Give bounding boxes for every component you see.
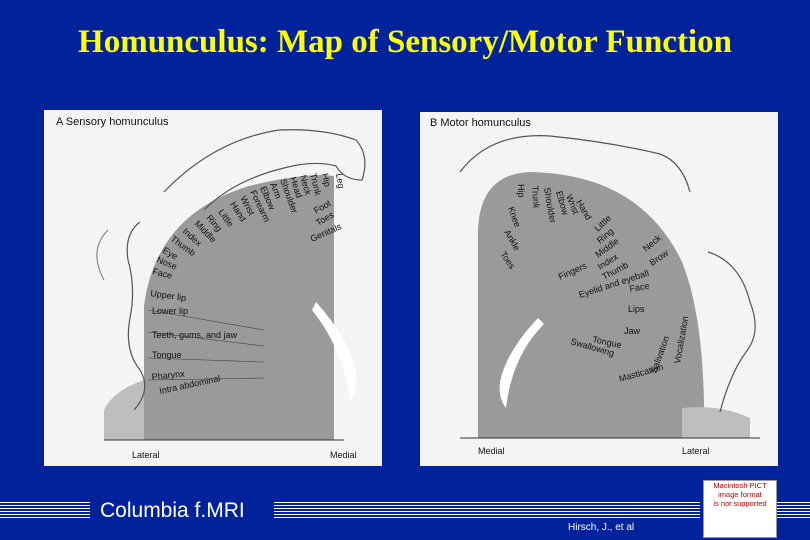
footer-rule-left [0,502,90,522]
sensory-label: Face [152,266,174,281]
motor-label: Trunk [530,185,542,209]
sensory-heading: A Sensory homunculus [56,116,169,128]
pict-line: image format [718,490,762,499]
citation-credit: Hirsch, J., et al [568,522,635,533]
sensory-label-lines [147,309,265,381]
motor-body-outline [459,135,691,193]
sensory-label: Leg [334,173,346,190]
sensory-lateral-label: Lateral [132,450,160,460]
sensory-face-outline [126,221,146,411]
unsupported-image-placeholder: Macintosh PICT image format is not suppo… [703,480,777,538]
sensory-hand-outline [96,229,109,281]
sensory-label: Hip [320,172,333,187]
sensory-label: Teeth, gums, and jaw [152,330,238,340]
footer-rule-right [776,502,810,522]
motor-cortex-lower [682,407,750,438]
motor-label: Lips [628,304,645,314]
sensory-homunculus-drawing: A Sensory homunculus Leg Hip Trunk Neck … [56,116,366,460]
sensory-homunculus-figure: A Sensory homunculus Leg Hip Trunk Neck … [44,110,382,466]
sensory-cortex-lower [104,380,144,440]
sensory-sulcus [312,302,357,402]
motor-sulcus [499,318,544,408]
sensory-label: Tongue [152,350,182,360]
motor-cortex-shape [478,172,705,438]
motor-label: Hip [516,184,526,198]
pict-line: is not supported [713,499,767,508]
motor-face-outline [707,251,756,413]
motor-homunculus-drawing: B Motor homunculus Hip Trunk Shoulder El… [430,117,760,456]
sensory-label: Pharynx [151,369,185,382]
sensory-medial-label: Medial [330,450,357,460]
motor-label: Face [629,281,650,294]
motor-medial-label: Medial [478,446,505,456]
slide-title: Homunculus: Map of Sensory/Motor Functio… [78,24,732,60]
footer-label: Columbia f.MRI [100,499,245,522]
sensory-label: Upper lip [150,288,187,303]
sensory-body-outline [163,129,366,211]
motor-heading: B Motor homunculus [430,117,531,129]
footer-rule-middle [274,502,700,522]
sensory-cortex-shape [144,175,334,440]
motor-lateral-label: Lateral [682,446,710,456]
motor-homunculus-figure: B Motor homunculus Hip Trunk Shoulder El… [420,112,778,466]
sensory-label: Lower lip [152,306,188,316]
pict-line: Macintosh PICT [713,481,767,490]
motor-label: Jaw [624,326,641,336]
